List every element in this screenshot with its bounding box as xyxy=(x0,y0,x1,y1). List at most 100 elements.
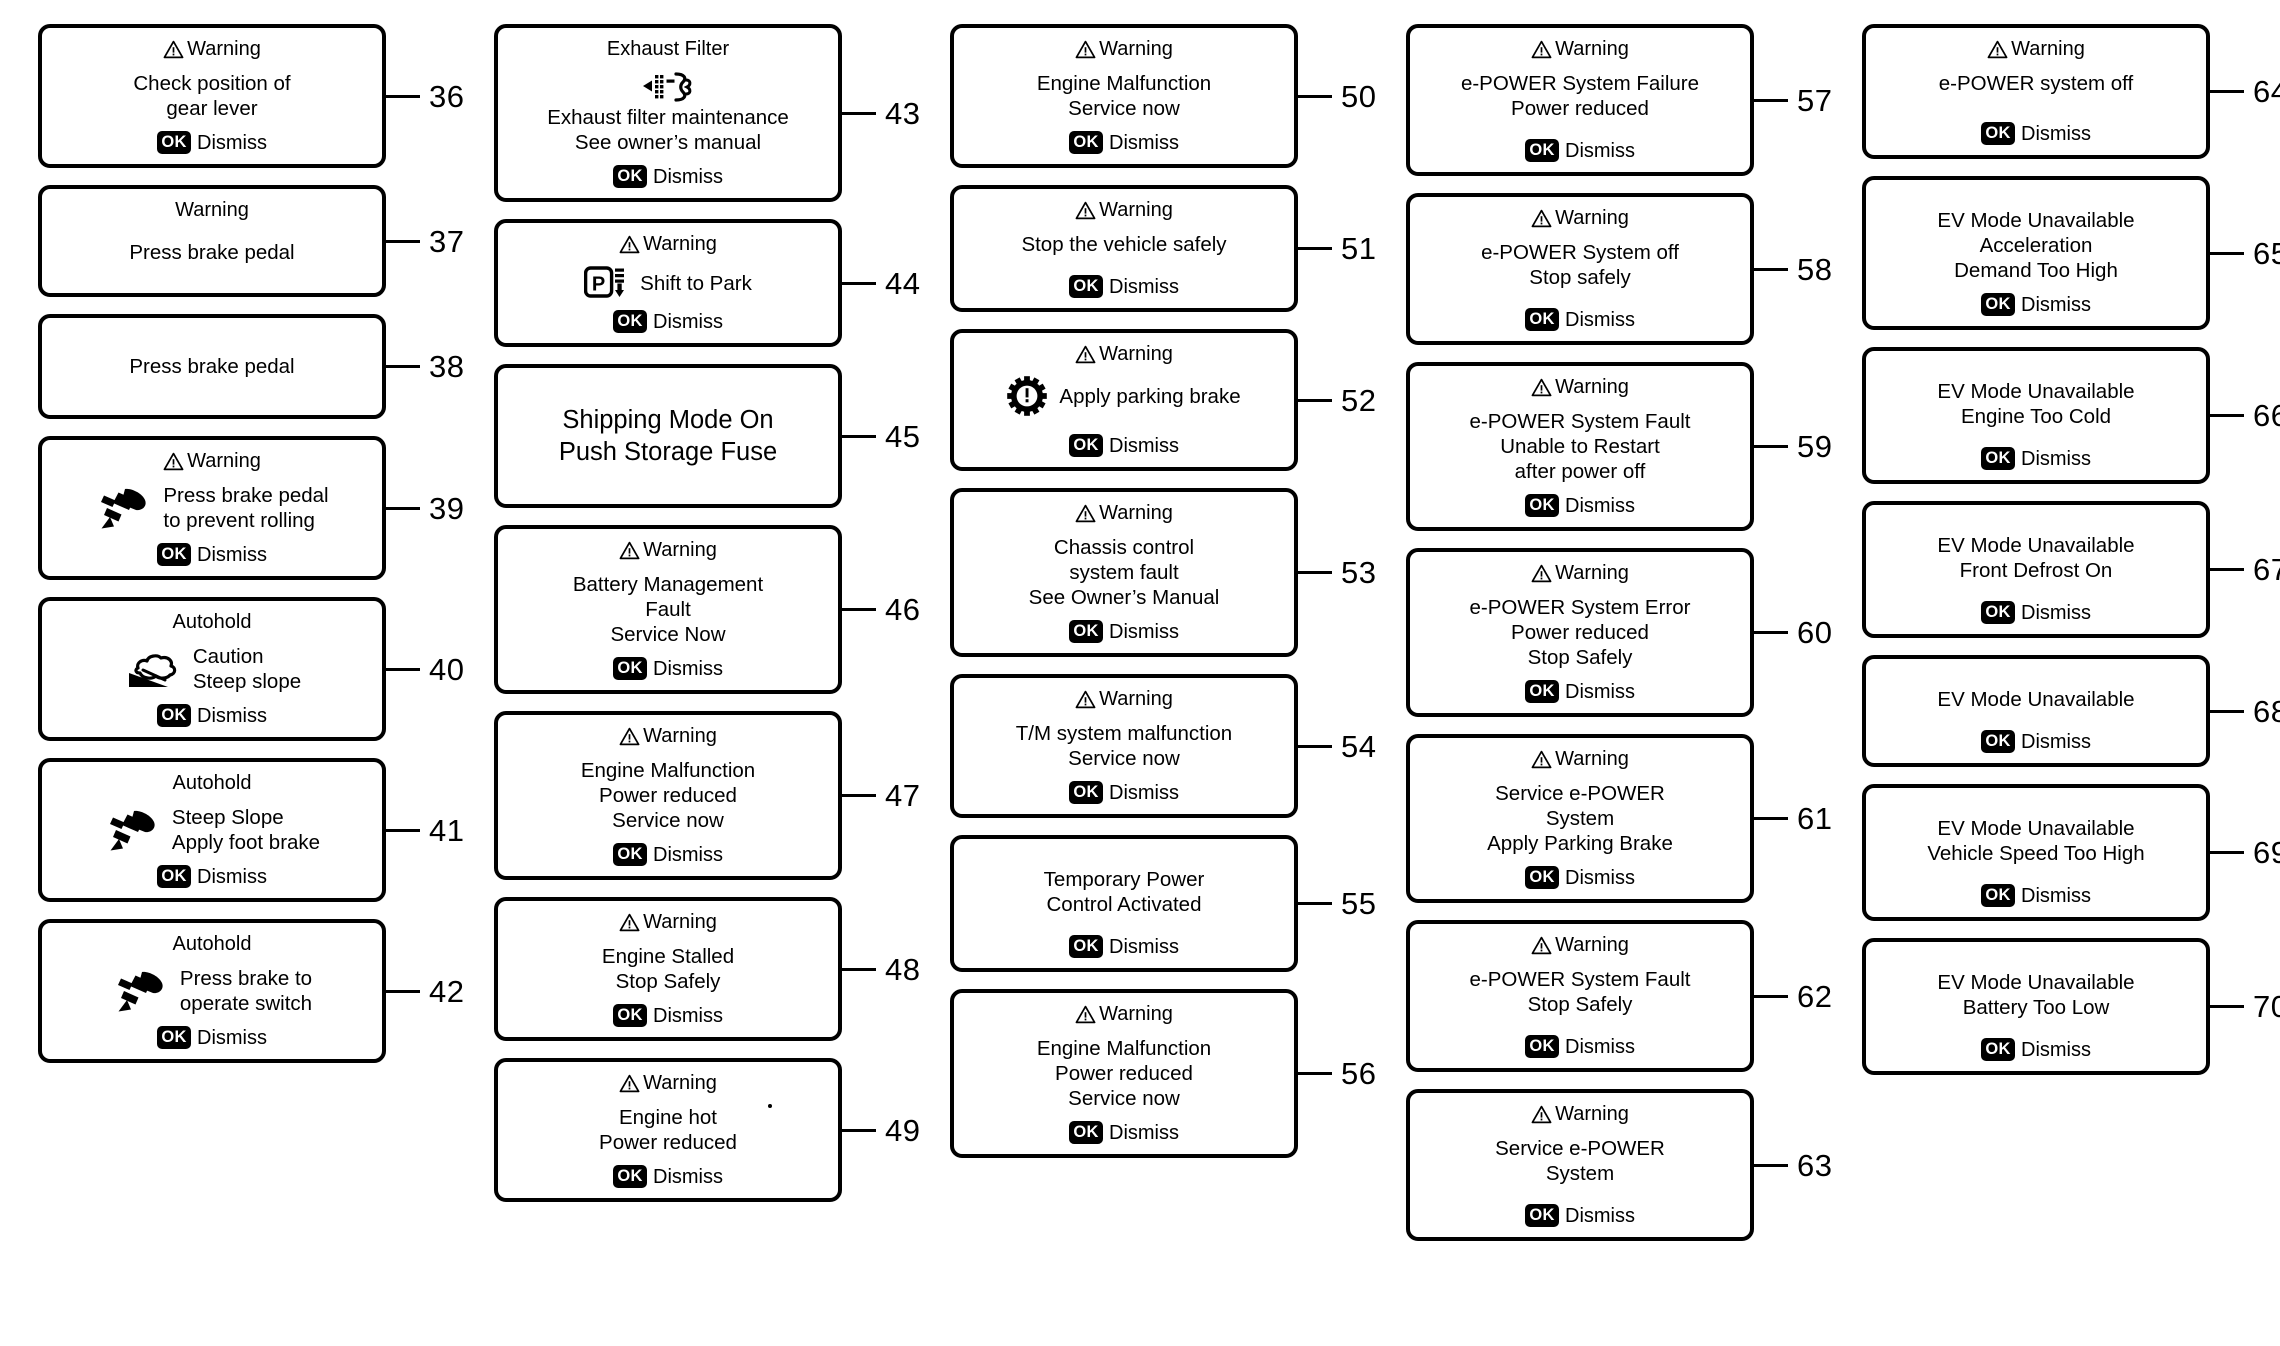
ok-button-badge[interactable]: OK xyxy=(1069,620,1103,643)
ok-button-badge[interactable]: OK xyxy=(1069,935,1103,958)
ok-button-badge[interactable]: OK xyxy=(613,310,647,333)
ok-button-badge[interactable]: OK xyxy=(613,1165,647,1189)
ok-button-badge[interactable]: OK xyxy=(1069,781,1103,804)
ok-button-badge[interactable]: OK xyxy=(1069,275,1103,298)
ok-button-badge[interactable]: OK xyxy=(1981,601,2015,624)
ok-button-badge[interactable]: OK xyxy=(157,1026,191,1049)
ok-button-badge[interactable]: OK xyxy=(613,1004,647,1028)
ok-button-badge[interactable]: OK xyxy=(1981,447,2015,470)
ok-button-badge[interactable]: OK xyxy=(1525,680,1559,703)
ok-button-badge[interactable]: OK xyxy=(1525,139,1559,162)
ok-button-badge[interactable]: OK xyxy=(1981,293,2015,316)
ok-button-badge[interactable]: OK xyxy=(1981,122,2015,145)
ok-button-badge[interactable]: OK xyxy=(613,843,647,867)
dismiss-row[interactable]: OK Dismiss xyxy=(1525,1035,1635,1058)
message-panel-65[interactable]: EV Mode Unavailable Acceleration Demand … xyxy=(1862,176,2210,330)
ok-button-badge[interactable]: OK xyxy=(157,131,191,154)
ok-button-badge[interactable]: OK xyxy=(1981,884,2015,907)
ok-button-badge[interactable]: OK xyxy=(613,657,647,681)
ok-button-badge[interactable]: OK xyxy=(1525,1035,1559,1058)
ok-button-badge[interactable]: OK xyxy=(157,543,191,566)
ok-button-badge[interactable]: OK xyxy=(1069,434,1103,457)
ok-button-badge[interactable]: OK xyxy=(1525,494,1559,517)
ok-button-badge[interactable]: OK xyxy=(1525,866,1559,889)
message-panel-45[interactable]: Shipping Mode On Push Storage Fuse xyxy=(494,364,842,509)
ok-button-badge[interactable]: OK xyxy=(1069,131,1103,154)
message-panel-69[interactable]: EV Mode Unavailable Vehicle Speed Too Hi… xyxy=(1862,784,2210,921)
ok-button-badge[interactable]: OK xyxy=(1981,730,2015,753)
ok-button-badge[interactable]: OK xyxy=(1525,308,1559,331)
ok-button-badge[interactable]: OK xyxy=(157,865,191,888)
ok-button-badge[interactable]: OK xyxy=(1981,1038,2015,1061)
ok-button-badge[interactable]: OK xyxy=(1525,1204,1559,1227)
ok-button-badge[interactable]: OK xyxy=(1069,1121,1103,1144)
ok-button-badge[interactable]: OK xyxy=(613,165,647,188)
dismiss-label: Dismiss xyxy=(1565,1035,1635,1058)
message-panel-38[interactable]: Press brake pedal xyxy=(38,314,386,419)
ok-button-badge[interactable]: OK xyxy=(157,704,191,727)
